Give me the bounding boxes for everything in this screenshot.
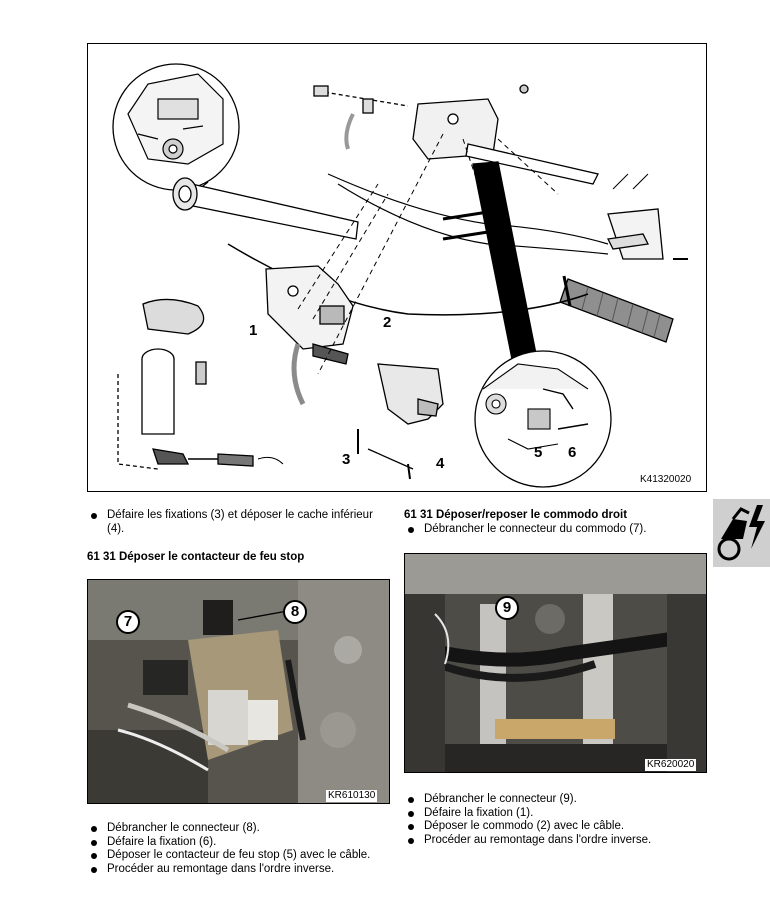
section-heading-brake-switch: 61 31 Déposer le contacteur de feu stop	[87, 551, 305, 563]
callout-9: 9	[495, 596, 519, 620]
photo-right-switch: 9 KR620020	[404, 553, 707, 773]
right-intro-list: Débrancher le connecteur du commodo (7).	[404, 523, 704, 537]
list-item: Débrancher le connecteur du commodo (7).	[404, 523, 704, 537]
part-label-4: 4	[436, 455, 445, 472]
section-heading-right-switch: 61 31 Déposer/reposer le commodo droit	[404, 509, 628, 521]
part-label-3: 3	[342, 451, 351, 468]
left-steps-list: Débrancher le connecteur (8). Défaire la…	[87, 822, 397, 876]
detail-zoom-bottom	[482, 363, 589, 450]
list-item: Débrancher le connecteur (8).	[87, 822, 397, 836]
detail-zoom-top	[127, 73, 224, 165]
photo-code: KR620020	[645, 759, 697, 771]
list-item: Débrancher le connecteur (9).	[404, 793, 724, 807]
part-label-2: 2	[383, 314, 392, 331]
list-item: Défaire les fixations (3) et déposer le …	[87, 509, 387, 536]
part-label-1: 1	[249, 322, 258, 339]
callout-8: 8	[283, 600, 307, 624]
photo-brake-switch: 7 8 KR610130	[87, 579, 390, 804]
list-item: Déposer le contacteur de feu stop (5) av…	[87, 849, 397, 863]
list-item: Défaire la fixation (1).	[404, 807, 724, 821]
exploded-diagram: 1 2 3 4 5 6 K41320020	[87, 43, 707, 492]
left-intro-list: Défaire les fixations (3) et déposer le …	[87, 509, 387, 536]
right-switch-photo-drawing	[405, 554, 706, 772]
right-steps-list: Débrancher le connecteur (9). Défaire la…	[404, 793, 724, 847]
figure-code: K41320020	[638, 474, 694, 486]
list-item: Déposer le commodo (2) avec le câble.	[404, 820, 724, 834]
list-item: Procéder au remontage dans l'ordre inver…	[87, 863, 397, 877]
handlebar-switch-drawing	[112, 63, 688, 488]
photo-code: KR610130	[326, 790, 378, 802]
list-item: Défaire la fixation (6).	[87, 836, 397, 850]
chapter-tab	[713, 499, 770, 567]
callout-7: 7	[116, 610, 140, 634]
part-label-6: 6	[568, 444, 577, 461]
list-item: Procéder au remontage dans l'ordre inver…	[404, 834, 724, 848]
part-label-5: 5	[534, 444, 543, 461]
motorcycle-lightning-icon	[717, 505, 765, 561]
